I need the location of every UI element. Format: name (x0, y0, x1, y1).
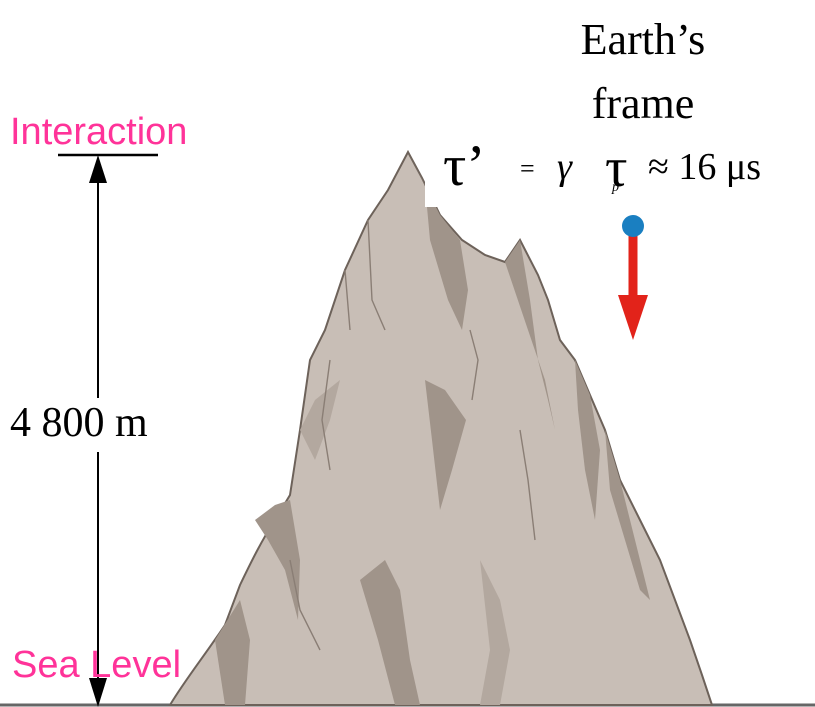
mountain-facet (215, 600, 250, 705)
equation-backdrop (425, 165, 470, 207)
height-dimension (58, 153, 158, 707)
interaction-label: Interaction (10, 111, 188, 153)
height-label: 4 800 m (10, 400, 148, 446)
mountain-facet (255, 500, 300, 620)
down-arrow-icon (618, 295, 648, 340)
mountain-illustration (168, 149, 714, 706)
tau-subscript: p (612, 180, 619, 195)
tau-symbol: τ (605, 137, 628, 199)
sea-level-label: Sea Level (12, 644, 182, 686)
up-arrowhead-icon (89, 155, 107, 183)
mountain-facet (360, 560, 420, 705)
particle-dot-icon (622, 215, 644, 237)
mountain-facet (300, 380, 340, 460)
mountain-facet (505, 240, 555, 430)
mountain-ridges (289, 219, 536, 651)
frame-title-line2: frame (591, 79, 695, 128)
mountain-facet (605, 430, 650, 600)
down-arrowhead-icon (89, 678, 107, 707)
equals-sign: = (520, 154, 535, 183)
mountain-facet (480, 560, 510, 705)
mountain-facet (425, 380, 466, 510)
frame-title: Earth’s (580, 15, 706, 64)
gamma-symbol: γ (557, 146, 572, 188)
tau-prime-symbol: τ’ (443, 133, 486, 198)
lifetime-value: ≈ 16 μs (648, 146, 762, 188)
mountain-facet (408, 152, 468, 330)
mountain-facet (575, 360, 600, 520)
